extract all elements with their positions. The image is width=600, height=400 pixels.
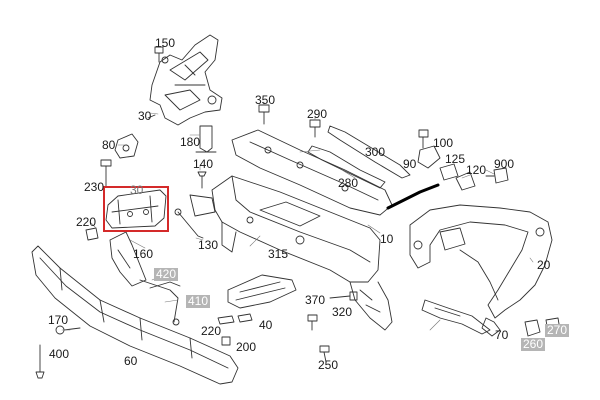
seal-300-part [327,125,411,179]
callout-90: 90 [403,157,417,171]
nut-200-part [221,336,231,346]
right-headlamp-bracket-part [409,204,553,337]
callout-270: 270 [545,323,570,337]
clip-125-part [439,163,459,181]
callout-80: 80 [102,138,116,152]
grommet-260-part [524,319,541,337]
callout-160: 160 [133,247,154,261]
bracket-80-part [114,133,139,159]
callout-140: 140 [193,157,214,171]
callout-120: 120 [466,163,487,177]
callout-230: 230 [84,180,105,194]
callout-350: 350 [255,93,276,107]
callout-30-highlighted: 30 [130,183,144,197]
callout-150: 150 [155,36,176,50]
seal-280-part [307,145,386,189]
bolt-350-part [258,104,270,125]
bolt-100-part [418,129,429,149]
callout-410: 410 [186,294,211,308]
mount-30-part [105,189,167,229]
callout-260: 260 [521,337,546,351]
clip-180-part [195,125,217,153]
callout-20: 20 [537,258,551,272]
pointer-arrow [386,183,440,210]
callout-220-left: 220 [76,215,97,229]
cap-900-part [485,167,509,184]
callout-60: 60 [124,354,138,368]
upper-cross-member-part [231,129,393,216]
bracket-130-part [174,194,216,239]
rod-410-part [139,279,181,326]
callout-70: 70 [495,328,509,342]
callout-10: 10 [380,232,394,246]
callout-125: 125 [445,152,466,166]
highlight-box [103,186,169,232]
callout-290: 290 [307,107,328,121]
callout-420: 420 [154,267,179,281]
callout-250: 250 [318,358,339,372]
callout-180: 180 [180,135,201,149]
callout-200: 200 [236,340,257,354]
callout-280: 280 [338,176,359,190]
clip-220a-part [85,227,99,241]
bumper-beam-60-part [31,245,239,385]
bolt-320-part [307,314,318,331]
upper-bracket-part [147,34,223,126]
screw-150-part [154,46,164,63]
bolt-370-part [329,291,358,301]
callout-30-upper: 30 [138,109,152,123]
callout-220-bottom: 220 [201,324,222,338]
bracket-160-part [109,231,147,287]
leader-lines [61,101,534,331]
bolt-250-part [319,345,330,363]
bolt-400-part [35,344,45,379]
callout-400: 400 [49,347,70,361]
callout-300: 300 [365,145,386,159]
front-carrier-315-part [211,175,393,331]
callout-900: 900 [494,157,515,171]
callout-100: 100 [433,136,454,150]
bracket-70-part [421,299,491,335]
callout-320: 320 [332,305,353,319]
callout-315: 315 [268,247,289,261]
clip-120-part [455,171,476,191]
screw-140-part [197,171,207,189]
callout-370: 370 [305,293,326,307]
bracket-40-part [227,274,297,309]
callout-40: 40 [259,318,273,332]
latch-90-part [417,145,441,169]
bolt-290-part [309,119,321,138]
bolt-230-part [100,159,112,187]
clip-220b-part [217,313,253,325]
callout-170: 170 [48,313,69,327]
callout-130: 130 [198,238,219,252]
